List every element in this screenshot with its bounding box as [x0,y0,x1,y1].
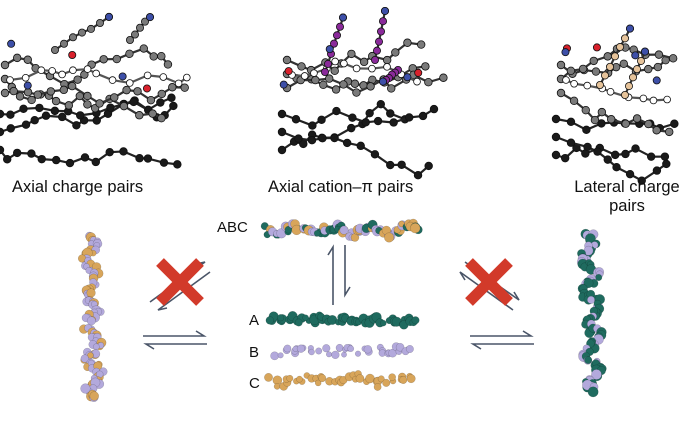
equilibrium-arrows-icon [143,330,207,350]
axial-cation-pi-structure [277,6,448,180]
label-strand-b: B [249,344,260,361]
label-strand-a: A [249,312,260,329]
label-lateral-charge-pairs: Lateral charge pairs [574,178,680,215]
equilibrium-arrows-icon [327,244,351,305]
red-x-icon [465,258,513,306]
lateral-charge-pairs-structure [551,24,679,185]
label-strand-c: C [249,375,260,392]
strand-c [264,370,416,391]
label-axial-cation-pi-pairs: Axial cation–π pairs [268,178,414,196]
strand-a [265,311,420,330]
strand-b [270,342,414,361]
label-axial-charge-pairs: Axial charge pairs [12,178,144,196]
equilibrium-arrows-icon [470,330,534,350]
homotrimer-helix-left [77,231,108,402]
label-abc: ABC [217,219,248,236]
axial-charge-pairs-structure [0,12,191,169]
homotrimer-helix-right [576,228,607,398]
abc-heterotrimer-strand [260,218,423,243]
red-x-icon [156,258,204,306]
